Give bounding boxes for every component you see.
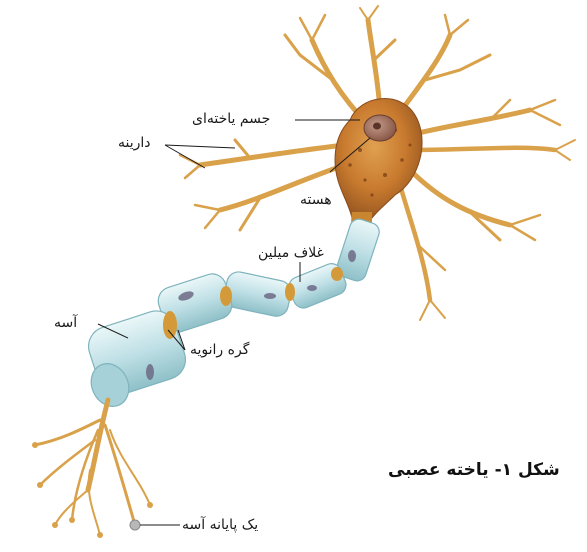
label-dendrite: دارینه [118,136,151,150]
axon-terminals [35,400,150,535]
myelin-sheath [83,217,381,400]
label-cell-body: جسم یاخته‌ای [192,112,270,126]
leader-dendrite-2 [165,145,205,168]
label-myelin-sheath: غلاف میلین [258,246,324,260]
leader-dendrite-1 [165,145,235,148]
figure-caption: شکل ۱- یاخته عصبی [388,462,560,479]
nucleus [364,115,396,141]
label-axon-terminal: یک پایانه آسه [182,518,258,532]
label-axon: آسه [54,316,77,330]
label-nucleus: هسته [300,193,332,207]
label-node-of-ranvier: گره رانویه [190,343,249,357]
axon-terminal-bouton [130,520,140,530]
